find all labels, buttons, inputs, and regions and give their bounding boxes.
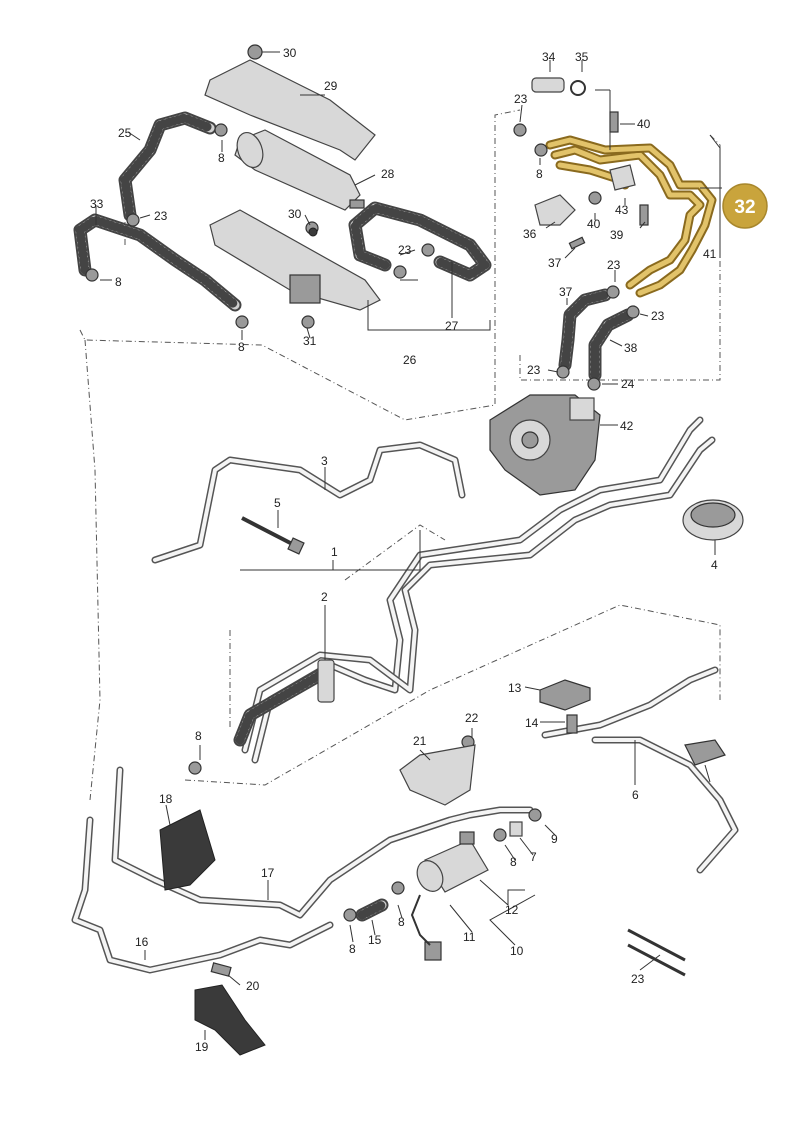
label-12: 13 (508, 681, 522, 695)
label-20: 21 (413, 734, 427, 748)
label-27: 28 (381, 167, 395, 181)
label-7: 7 (530, 850, 537, 864)
label-23-e: 23 (651, 309, 665, 323)
label-38: 39 (610, 228, 624, 242)
label-23-c: 23 (514, 92, 528, 106)
label-8-c: 8 (238, 340, 245, 354)
label-31: 33 (90, 197, 104, 211)
label-8-d: 8 (536, 167, 543, 181)
label-25: 26 (403, 353, 417, 367)
label-40-b: 41 (703, 247, 717, 261)
label-8-i: 9 (551, 832, 558, 846)
label-19: 20 (246, 979, 260, 993)
label-18: 19 (195, 1040, 209, 1054)
leader-lines (95, 51, 722, 1040)
part-labels: 1 2 3 4 5 6 7 8 8 8 8 8 8 8 8 9 10 11 12… (90, 46, 718, 1054)
label-35: 36 (523, 227, 537, 241)
label-26: 27 (445, 319, 459, 333)
label-37-a: 37 (559, 285, 573, 299)
parts (85, 44, 744, 1056)
label-17: 18 (159, 792, 173, 806)
label-13: 14 (525, 716, 539, 730)
label-9: 10 (510, 944, 524, 958)
label-8-g: 8 (349, 942, 356, 956)
label-23-b: 23 (398, 243, 412, 257)
label-23-g: 24 (621, 377, 635, 391)
label-16: 17 (261, 866, 275, 880)
label-37-b: 38 (624, 341, 638, 355)
label-22: 23 (631, 972, 645, 986)
label-10: 11 (463, 930, 476, 944)
label-2: 2 (321, 590, 328, 604)
label-8-a: 8 (218, 151, 225, 165)
label-39: 40 (637, 117, 651, 131)
label-23-d: 23 (607, 258, 621, 272)
label-40-a: 40 (587, 217, 601, 231)
label-23-f: 23 (527, 363, 541, 377)
highlight-badge (722, 183, 768, 229)
hoses (73, 111, 635, 922)
label-8-h: 8 (510, 855, 517, 869)
label-5: 5 (274, 496, 281, 510)
label-6: 6 (632, 788, 639, 802)
label-34: 35 (575, 50, 589, 64)
label-4: 4 (711, 558, 718, 572)
label-15: 16 (135, 935, 149, 949)
label-24: 25 (118, 126, 132, 140)
label-1: 1 (331, 545, 338, 559)
label-29: 30 (283, 46, 297, 60)
label-33: 34 (542, 50, 556, 64)
label-36: 37 (548, 256, 562, 270)
label-8-f: 8 (398, 915, 405, 929)
fuel-lines (71, 416, 739, 974)
label-28: 29 (324, 79, 338, 93)
label-8-e: 8 (195, 729, 202, 743)
pipe-32-highlighted (545, 135, 717, 298)
label-23-a: 23 (154, 209, 168, 223)
label-30-a: 30 (288, 207, 302, 221)
label-11: 12 (505, 903, 519, 917)
label-41: 42 (620, 419, 634, 433)
label-14: 15 (368, 933, 382, 947)
label-42: 43 (615, 203, 629, 217)
label-3: 3 (321, 454, 328, 468)
label-30-b: 31 (303, 334, 317, 348)
label-21: 22 (465, 711, 479, 725)
highlight-label: 32 (734, 197, 755, 218)
label-8-b: 8 (115, 275, 122, 289)
